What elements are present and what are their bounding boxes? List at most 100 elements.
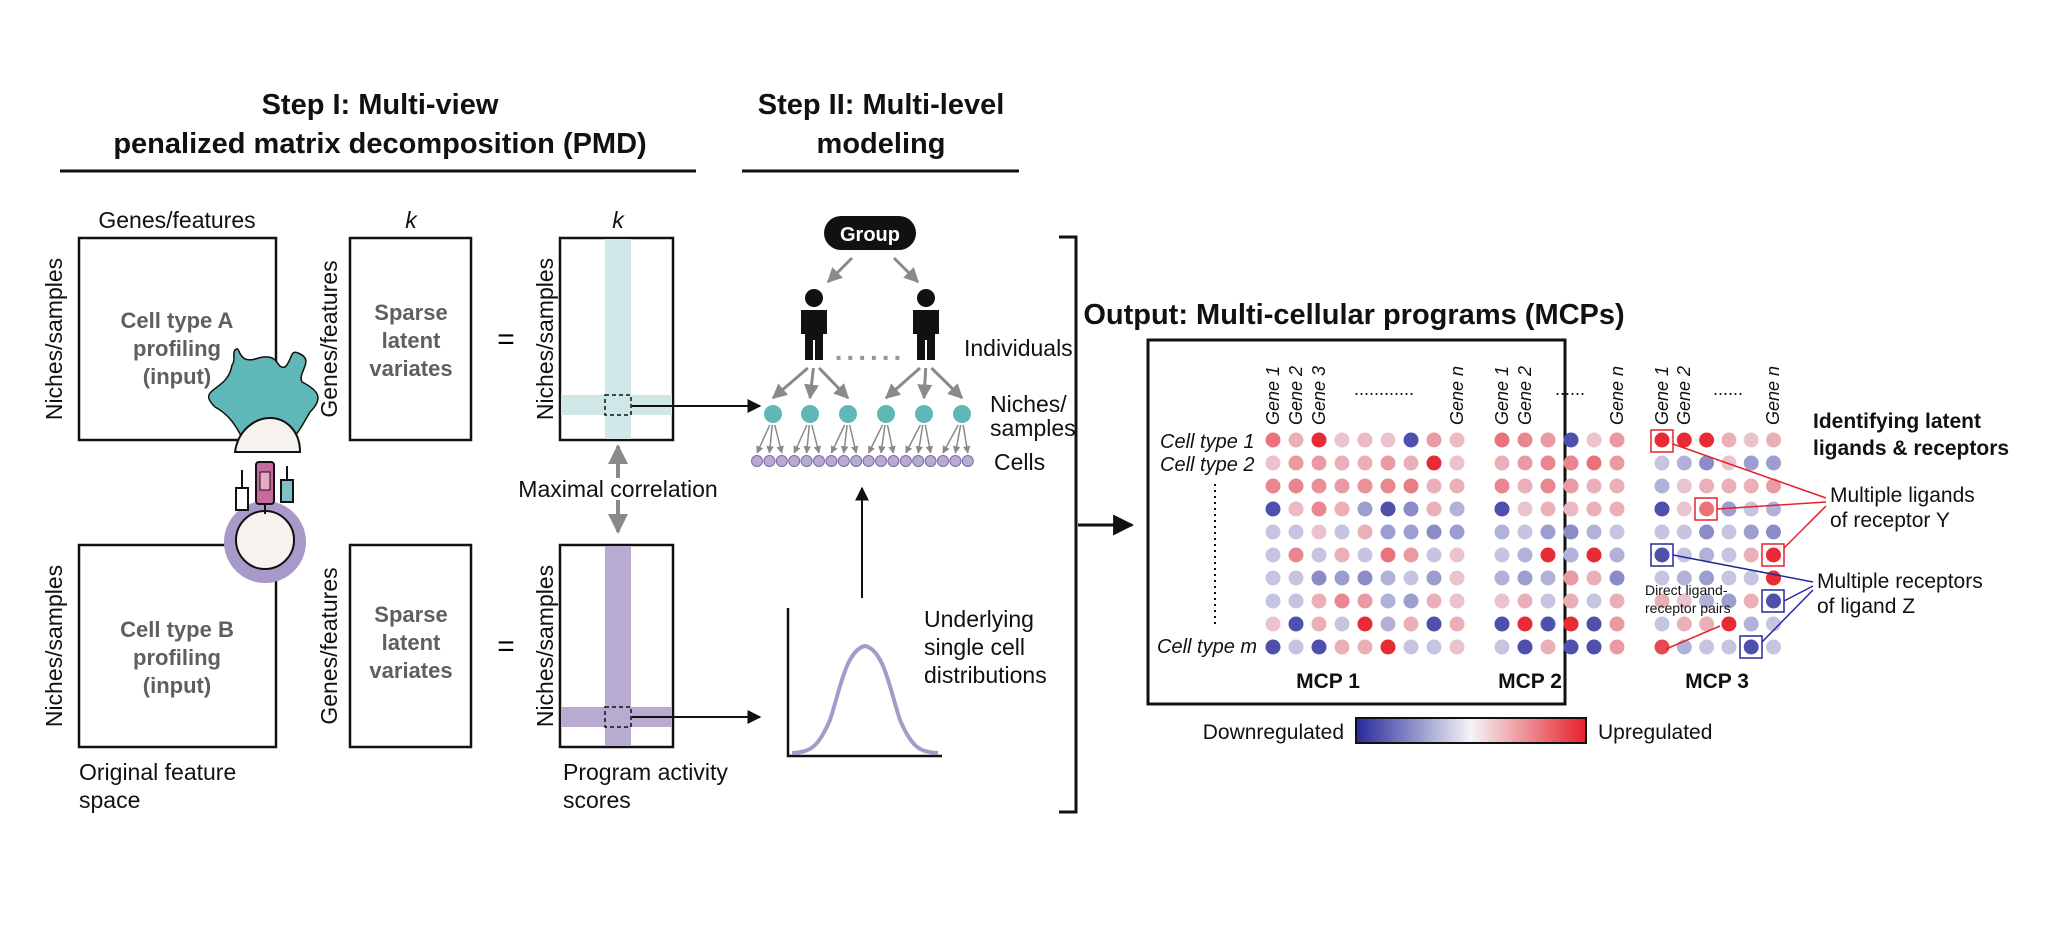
- cell-type-m-label: Cell type m: [1157, 636, 1257, 658]
- mcp1-dot: [1311, 593, 1327, 609]
- original-feature-space-line2: space: [79, 787, 140, 813]
- mcp3-dot: [1699, 616, 1715, 632]
- callout-lines: [1665, 443, 1827, 650]
- mcp2-dot: [1609, 478, 1625, 494]
- mcp1-dot: [1288, 524, 1304, 540]
- mcp2-dot: [1540, 616, 1556, 632]
- matrix-sparse-1: [348, 236, 473, 442]
- cell-dot: [949, 455, 962, 467]
- cell-arrow: [924, 424, 934, 454]
- mcp1-dot: [1288, 432, 1304, 448]
- multiple-receptors-line1: Multiple receptors: [1817, 570, 1983, 593]
- mcp1-dot: [1334, 478, 1350, 494]
- mcp3-dot: [1699, 478, 1715, 494]
- mcp3-dot: [1766, 639, 1781, 655]
- svg-text:Cell type A: Cell type A: [121, 308, 234, 333]
- mcp2-dot: [1563, 570, 1579, 586]
- mcp2-dot: [1540, 639, 1556, 655]
- genes-features-row-label-2: Genes/features: [316, 567, 342, 724]
- mcp2-dot: [1494, 455, 1510, 471]
- mcp3-dot: [1676, 547, 1692, 563]
- mcp3-dot: [1721, 478, 1737, 494]
- cell-arrow: [803, 424, 811, 454]
- mcp1-dot: [1311, 639, 1327, 655]
- cell-arrow: [886, 424, 896, 454]
- mcp1-dot: [1426, 639, 1442, 655]
- niche-dot: [953, 405, 971, 423]
- mcp1-dot: [1380, 593, 1396, 609]
- gene-label: Gene n: [1447, 366, 1467, 425]
- k-label-1: k: [405, 207, 418, 233]
- mcp2-dot: [1540, 547, 1556, 563]
- mcp2-dot: [1540, 524, 1556, 540]
- score-row-highlight-1: [561, 395, 672, 415]
- genes-features-col-label: Genes/features: [98, 207, 255, 233]
- mcp3-dot: [1721, 524, 1737, 540]
- cell-dot: [800, 455, 813, 467]
- mcp1-dot: [1288, 616, 1304, 632]
- mcp2-dot: [1517, 593, 1533, 609]
- mcp1-dot: [1265, 570, 1281, 586]
- svg-text:latent: latent: [382, 630, 441, 655]
- mcp1-dot: [1380, 478, 1396, 494]
- niche-arrow: [804, 367, 819, 400]
- svg-text:latent: latent: [382, 328, 441, 353]
- mcp2-dot: [1586, 432, 1602, 448]
- mcp3-dot: [1766, 593, 1781, 609]
- niche-arrow: [930, 366, 964, 400]
- niches-label-line1: Niches/: [990, 391, 1067, 417]
- mcp3-dot: [1699, 501, 1715, 517]
- mcp1-dot: [1311, 616, 1327, 632]
- mcp2-dot: [1494, 478, 1510, 494]
- mcp1-dot: [1357, 455, 1373, 471]
- receptor-leader-1: [1672, 554, 1814, 583]
- underlying-line3: distributions: [924, 662, 1047, 688]
- mcp1-dot: [1426, 593, 1442, 609]
- mcp3-dot: [1699, 432, 1715, 448]
- mcp2-dot: [1517, 501, 1533, 517]
- mcp3-dot: [1743, 524, 1759, 540]
- mcp3-dot: [1766, 501, 1781, 517]
- mcp3-dot: [1766, 616, 1781, 632]
- mcp2-dot: [1517, 616, 1533, 632]
- mcp2-dot: [1540, 593, 1556, 609]
- mcp2-dot: [1609, 547, 1625, 563]
- mcp1-dot: [1380, 639, 1396, 655]
- mcp3-dot: [1654, 432, 1670, 448]
- svg-text:Cell type B: Cell type B: [120, 617, 234, 642]
- niche-dot: [801, 405, 819, 423]
- mcp1-dot: [1334, 432, 1350, 448]
- mcp1-dot: [1265, 547, 1281, 563]
- gene-label: Gene n: [1763, 366, 1783, 425]
- mcp2-dot: [1517, 639, 1533, 655]
- mcp3-dot: [1699, 455, 1715, 471]
- mcp3-dot: [1676, 455, 1692, 471]
- mcp1-dot: [1426, 616, 1442, 632]
- mcp3-dot: [1676, 501, 1692, 517]
- cell-arrow: [774, 424, 784, 454]
- niches-label-line2: samples: [990, 415, 1076, 441]
- svg-text:(input): (input): [143, 364, 211, 389]
- sparse-2-text: Sparse latent variates: [369, 602, 452, 683]
- cell-arrow: [766, 424, 774, 454]
- mcp1-dot: [1311, 547, 1327, 563]
- niche-dot: [877, 405, 895, 423]
- mcp2-dot: [1563, 593, 1579, 609]
- mcp3-dot: [1743, 478, 1759, 494]
- mcp1-dot: [1449, 593, 1465, 609]
- mcp1-dot: [1426, 432, 1442, 448]
- mcp2-dot: [1609, 524, 1625, 540]
- person-icon-right: [913, 289, 939, 360]
- mcp3-dot: [1699, 547, 1715, 563]
- cell-interaction-illustration: [207, 348, 319, 583]
- ligand-leader-1: [1672, 443, 1827, 499]
- mcp1-dot: [1380, 432, 1396, 448]
- cell-dot: [763, 455, 776, 467]
- gene-label: Gene n: [1607, 366, 1627, 425]
- multiple-ligands-line1: Multiple ligands: [1830, 484, 1975, 507]
- underlying-line1: Underlying: [924, 606, 1034, 632]
- mcp1-dot: [1403, 570, 1419, 586]
- person-icon-left: [801, 289, 827, 360]
- mcp1-dot: [1380, 547, 1396, 563]
